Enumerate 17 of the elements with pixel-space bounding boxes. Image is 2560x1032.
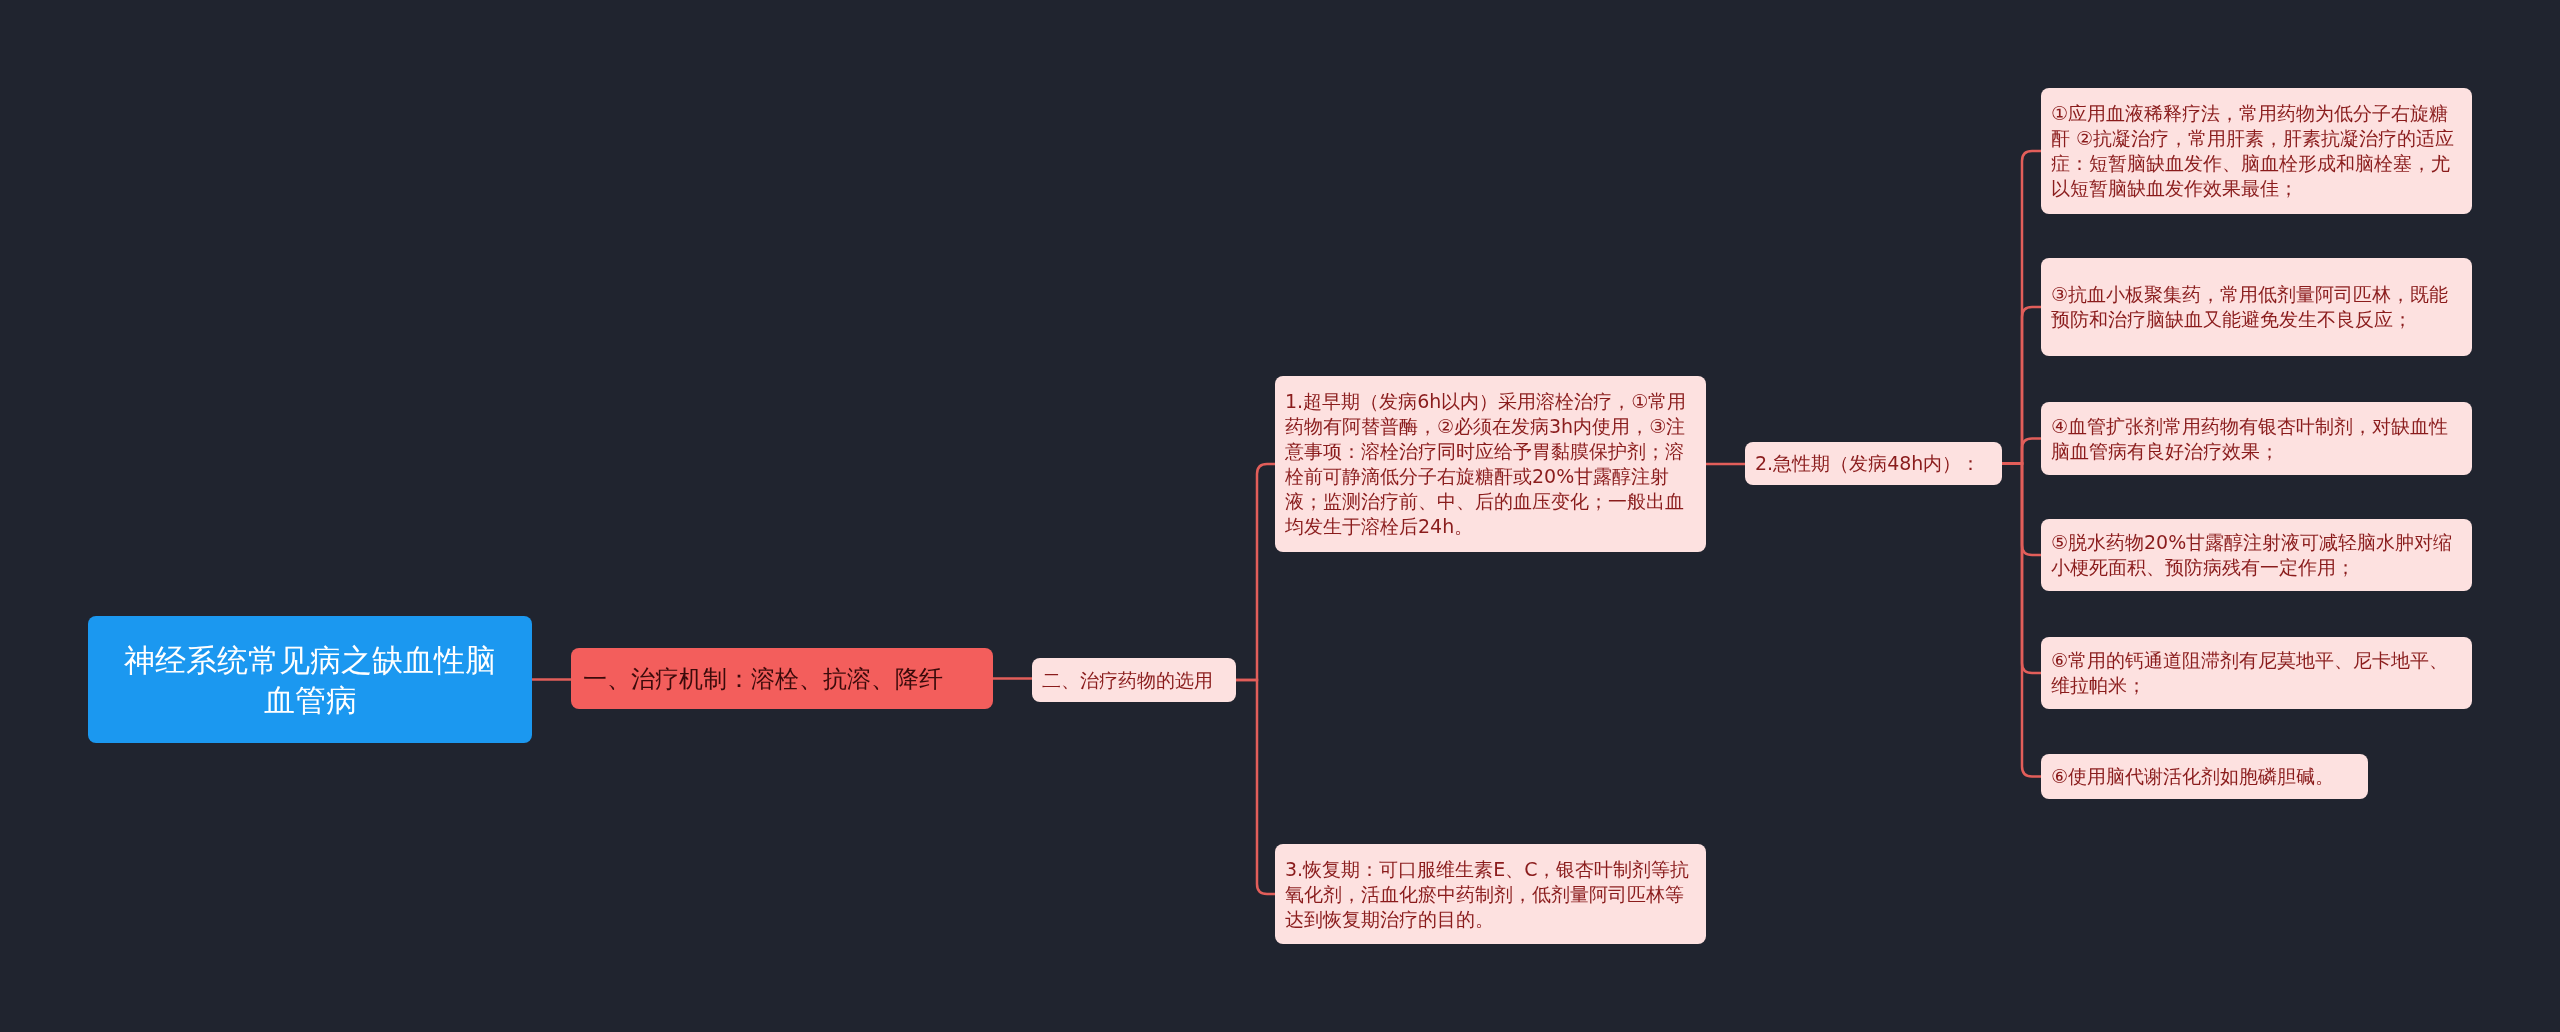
subtopic-box: 二、治疗药物的选用 [1032, 658, 1236, 702]
subtopic-box: ①应用血液稀释疗法，常用药物为低分子右旋糖酐 ②抗凝治疗，常用肝素，肝素抗凝治疗的适应症：短暂脑缺血发作、脑血栓形成和脑栓塞，尤以短暂脑缺血发作效果最佳； [2041, 88, 2472, 214]
subtopic-box: ③抗血小板聚集药，常用低剂量阿司匹林，既能预防和治疗脑缺血又能避免发生不良反应； [2041, 258, 2472, 356]
connector-line [2002, 462, 2041, 778]
subtopic-box: ⑥常用的钙通道阻滞剂有尼莫地平、尼卡地平、维拉帕米； [2041, 637, 2472, 709]
connector-line [993, 677, 1032, 680]
subtopic-box: 2.急性期（发病48h内）： [1745, 442, 2002, 485]
connector-line [1236, 678, 1275, 896]
root-topic: 神经系统常见病之缺血性脑血管病 [88, 616, 532, 743]
branch-topic: 一、治疗机制：溶栓、抗溶、降纤 [571, 648, 993, 709]
connector-line [532, 678, 571, 681]
subtopic-box: 1.超早期（发病6h以内）采用溶栓治疗，①常用药物有阿替普酶，②必须在发病3h内使用，③注意事项：溶栓治疗同时应给予胃黏膜保护剂；溶栓前可静滴低分子右旋糖酐或20%甘露醇注射液；监测治疗前、中、后的血压变化；一般出血均发生于溶栓后24h。 [1275, 376, 1706, 552]
subtopic-box: ⑥使用脑代谢活化剂如胞磷胆碱。 [2041, 754, 2368, 799]
subtopic-box: ⑤脱水药物20%甘露醇注射液可减轻脑水肿对缩小梗死面积、预防病残有一定作用； [2041, 519, 2472, 591]
subtopic-box: ④血管扩张剂常用药物有银杏叶制剂，对缺血性脑血管病有良好治疗效果； [2041, 402, 2472, 475]
subtopic-box: 3.恢复期：可口服维生素E、C，银杏叶制剂等抗氧化剂，活血化瘀中药制剂，低剂量阿司匹林等达到恢复期治疗的目的。 [1275, 844, 1706, 944]
connector-line [1706, 462, 1745, 466]
